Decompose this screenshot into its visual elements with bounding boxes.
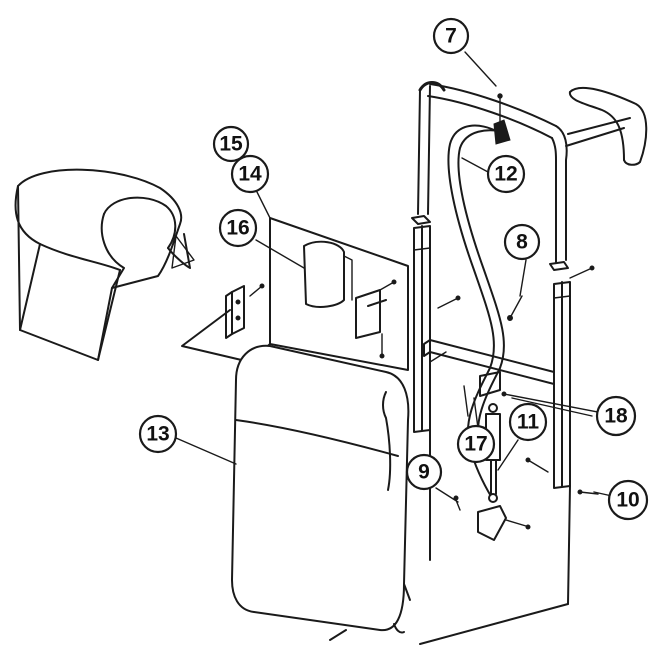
callout-10: 10: [607, 479, 649, 521]
callout-14-label: 14: [238, 163, 262, 186]
seat-back-frame: [329, 81, 648, 645]
callout-13: 13: [138, 414, 178, 454]
callout-10-label: 10: [616, 489, 639, 512]
callout-9-label: 9: [418, 461, 430, 484]
back-mounting-plate: [181, 217, 409, 371]
callout-18: 18: [595, 395, 637, 437]
leader-lines: [175, 51, 613, 503]
center-bracket: [355, 279, 397, 359]
upper-spring-bracket: [463, 371, 599, 417]
lower-pivot-bracket: [453, 495, 531, 541]
callout-16: 16: [218, 208, 258, 248]
callout-11: 11: [508, 402, 548, 442]
callout-7: 7: [432, 17, 470, 55]
fasteners: [429, 265, 599, 495]
callout-13-label: 13: [146, 423, 169, 446]
callout-16-label: 16: [226, 217, 249, 240]
callout-8: 8: [503, 223, 541, 261]
pad-part-16: [303, 240, 353, 308]
callout-17: 17: [456, 424, 496, 464]
seat-back-cushion-13: [231, 344, 411, 634]
left-bracket: [225, 283, 265, 339]
callout-18-label: 18: [604, 405, 628, 428]
headrest-part: [14, 168, 195, 361]
callout-15: 15: [212, 125, 250, 163]
callout-11-label: 11: [517, 411, 540, 434]
callout-17-label: 17: [464, 433, 487, 456]
callout-7-label: 7: [445, 25, 457, 48]
callout-15-label: 15: [219, 133, 243, 156]
callout-8-label: 8: [516, 231, 528, 254]
callout-9: 9: [405, 453, 443, 491]
callout-12: 12: [486, 154, 526, 194]
callout-12-label: 12: [494, 163, 517, 186]
callout-14: 14: [230, 154, 270, 194]
